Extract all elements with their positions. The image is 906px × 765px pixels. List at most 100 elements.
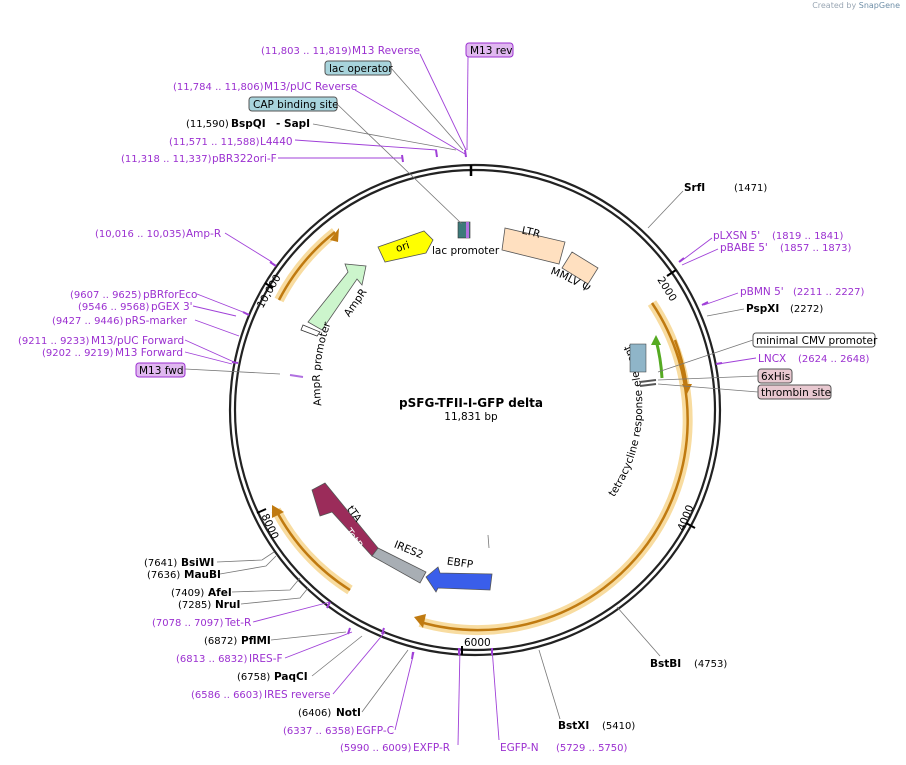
svg-text:pBMN 5': pBMN 5' xyxy=(740,286,784,298)
site-egfpn[interactable]: EGFP-N (5729 .. 5750) xyxy=(491,647,628,754)
svg-text:(6872): (6872) xyxy=(204,636,237,647)
site-tetr-primer[interactable]: (7078 .. 7097) Tet-R xyxy=(152,601,331,629)
svg-text:NotI: NotI xyxy=(336,707,361,719)
site-bstxi[interactable]: BstXI (5410) xyxy=(538,649,635,732)
site-plxsn[interactable]: pLXSN 5' (1819 .. 1841) xyxy=(679,230,844,263)
site-pbabe[interactable]: pBABE 5' (1857 .. 1873) xyxy=(681,242,852,266)
svg-text:EXFP-R: EXFP-R xyxy=(413,742,450,754)
site-m13puc-rev[interactable]: (11,784 .. 11,806) M13/pUC Reverse xyxy=(173,81,466,155)
site-ampr-primer[interactable]: (10,016 .. 10,035) Amp-R xyxy=(95,228,273,263)
svg-text:BstBI: BstBI xyxy=(650,658,681,670)
box-m13fwd[interactable]: M13 fwd xyxy=(135,362,281,378)
svg-text:LNCX: LNCX xyxy=(758,353,786,365)
site-m13rev[interactable]: (11,803 .. 11,819) M13 Reverse xyxy=(261,45,467,151)
tick-4000 xyxy=(685,522,696,529)
site-iresrev[interactable]: (6586 .. 6603) IRES reverse xyxy=(191,631,386,701)
svg-text:lac operator: lac operator xyxy=(329,63,393,75)
box-cap-site[interactable]: CAP binding site xyxy=(248,96,463,225)
svg-text:pRS-marker: pRS-marker xyxy=(125,315,188,327)
svg-text:pBRforEco: pBRforEco xyxy=(143,289,197,301)
site-pgex3[interactable]: (9546 .. 9568) pGEX 3' xyxy=(78,301,237,317)
svg-text:IRES reverse: IRES reverse xyxy=(264,689,331,701)
svg-text:(2272): (2272) xyxy=(790,304,823,315)
svg-text:BspQI: BspQI xyxy=(231,118,266,130)
lac-promoter-label: lac promoter xyxy=(432,245,500,257)
lac-primer-mark xyxy=(466,222,469,238)
svg-text:PflMI: PflMI xyxy=(241,635,271,647)
site-pflmi[interactable]: (6872) PflMI xyxy=(204,631,347,647)
site-afei[interactable]: (7409) AfeI xyxy=(171,577,301,599)
box-m13rev[interactable]: M13 rev xyxy=(465,42,514,151)
site-pspxi[interactable]: PspXI (2272) xyxy=(706,303,823,317)
site-bspqi[interactable]: (11,590) BspQI - SapI xyxy=(186,118,457,151)
site-noti[interactable]: (6406) NotI xyxy=(298,649,409,719)
box-lac-operator[interactable]: lac operator xyxy=(324,60,464,151)
svg-text:(7636): (7636) xyxy=(147,570,180,581)
site-iresf[interactable]: (6813 .. 6832) IRES-F xyxy=(176,631,353,665)
svg-text:SrfI: SrfI xyxy=(684,182,705,194)
tick-2000 xyxy=(666,269,677,277)
site-l4440[interactable]: (11,571 .. 11,588) L4440 xyxy=(169,136,438,151)
ebfp-label: EBFP xyxy=(446,556,474,572)
svg-text:(6813 .. 6832): (6813 .. 6832) xyxy=(176,654,248,665)
tre-feature-block xyxy=(629,343,647,373)
feature-arc-right xyxy=(419,302,689,632)
tick-8000 xyxy=(256,508,267,514)
site-nrui[interactable]: (7285) NruI xyxy=(178,587,309,611)
svg-text:(7078 .. 7097): (7078 .. 7097) xyxy=(152,618,224,629)
svg-text:(11,318 .. 11,337): (11,318 .. 11,337) xyxy=(121,154,212,165)
site-pbr322[interactable]: (11,318 .. 11,337) pBR322ori-F xyxy=(121,153,402,165)
svg-text:(7409): (7409) xyxy=(171,588,204,599)
svg-text:BsiWI: BsiWI xyxy=(181,557,214,569)
svg-text:(6406): (6406) xyxy=(298,708,331,719)
site-paqci[interactable]: (6758) PaqCI xyxy=(237,635,363,683)
svg-text:Tet-R: Tet-R xyxy=(224,617,251,629)
feature-arrowhead-right xyxy=(414,614,426,628)
snapgene-logo: SnapGene xyxy=(858,1,900,10)
svg-text:(9202 .. 9219): (9202 .. 9219) xyxy=(42,348,114,359)
svg-text:(2211 .. 2227): (2211 .. 2227) xyxy=(793,287,865,298)
svg-text:(9211 .. 9233): (9211 .. 9233) xyxy=(18,336,90,347)
svg-text:(5729 .. 5750): (5729 .. 5750) xyxy=(556,743,628,754)
site-pbrforeco[interactable]: (9607 .. 9625) pBRforEco xyxy=(70,289,244,313)
svg-text:NruI: NruI xyxy=(215,599,240,611)
thrombin-mark xyxy=(639,383,657,387)
feature-arc-top-left xyxy=(277,231,336,301)
feature-arrowhead-top-left xyxy=(330,228,339,242)
svg-text:(6586 .. 6603): (6586 .. 6603) xyxy=(191,690,263,701)
svg-text:thrombin site: thrombin site xyxy=(761,387,831,399)
site-pbmn[interactable]: pBMN 5' (2211 .. 2227) xyxy=(703,286,865,306)
site-bstbi[interactable]: BstBI (4753) xyxy=(616,606,727,670)
site-egfpc[interactable]: (6337 .. 6358) EGFP-C xyxy=(283,651,415,737)
site-prs-marker[interactable]: (9427 .. 9446) pRS-marker xyxy=(52,315,240,337)
svg-text:(11,803 .. 11,819): (11,803 .. 11,819) xyxy=(261,46,352,57)
svg-text:M13 fwd: M13 fwd xyxy=(139,365,184,377)
site-m13fwd[interactable]: (9202 .. 9219) M13 Forward xyxy=(42,347,233,365)
svg-text:(9607 .. 9625): (9607 .. 9625) xyxy=(70,290,142,301)
svg-text:(5990 .. 6009): (5990 .. 6009) xyxy=(340,743,412,754)
ori-feature xyxy=(377,230,434,263)
svg-text:pGEX 3': pGEX 3' xyxy=(151,301,193,313)
svg-text:M13 rev: M13 rev xyxy=(470,45,513,57)
tta-feature xyxy=(311,482,379,557)
site-m13puc-fwd[interactable]: (9211 .. 9233) M13/pUC Forward xyxy=(18,335,235,363)
site-lncx[interactable]: LNCX (2624 .. 2648) xyxy=(717,353,870,365)
plasmid-name: pSFG-TFII-I-GFP delta xyxy=(399,396,543,410)
svg-text:(9546 .. 9568): (9546 .. 9568) xyxy=(78,302,150,313)
site-srfi[interactable]: SrfI (1471) xyxy=(647,182,767,229)
feature-arc-green xyxy=(654,339,664,379)
svg-text:M13 Forward: M13 Forward xyxy=(115,347,183,359)
box-thrombin[interactable]: thrombin site xyxy=(657,383,832,400)
svg-text:(6337 .. 6358): (6337 .. 6358) xyxy=(283,726,355,737)
box-6xhis[interactable]: 6xHis xyxy=(657,368,793,384)
site-maubi[interactable]: (7636) MauBI xyxy=(147,555,277,581)
svg-text:(10,016 .. 10,035): (10,016 .. 10,035) xyxy=(95,229,186,240)
svg-text:(1819 .. 1841): (1819 .. 1841) xyxy=(772,231,844,242)
feature-band-top-left xyxy=(274,228,339,303)
box-min-cmv[interactable]: minimal CMV promoter xyxy=(657,332,878,373)
site-exfpr[interactable]: (5990 .. 6009) EXFP-R xyxy=(340,647,461,754)
ori-label: ori xyxy=(394,239,411,255)
ampr-feature xyxy=(307,263,367,331)
site-bsiwi[interactable]: (7641) BsiWI xyxy=(144,551,275,569)
